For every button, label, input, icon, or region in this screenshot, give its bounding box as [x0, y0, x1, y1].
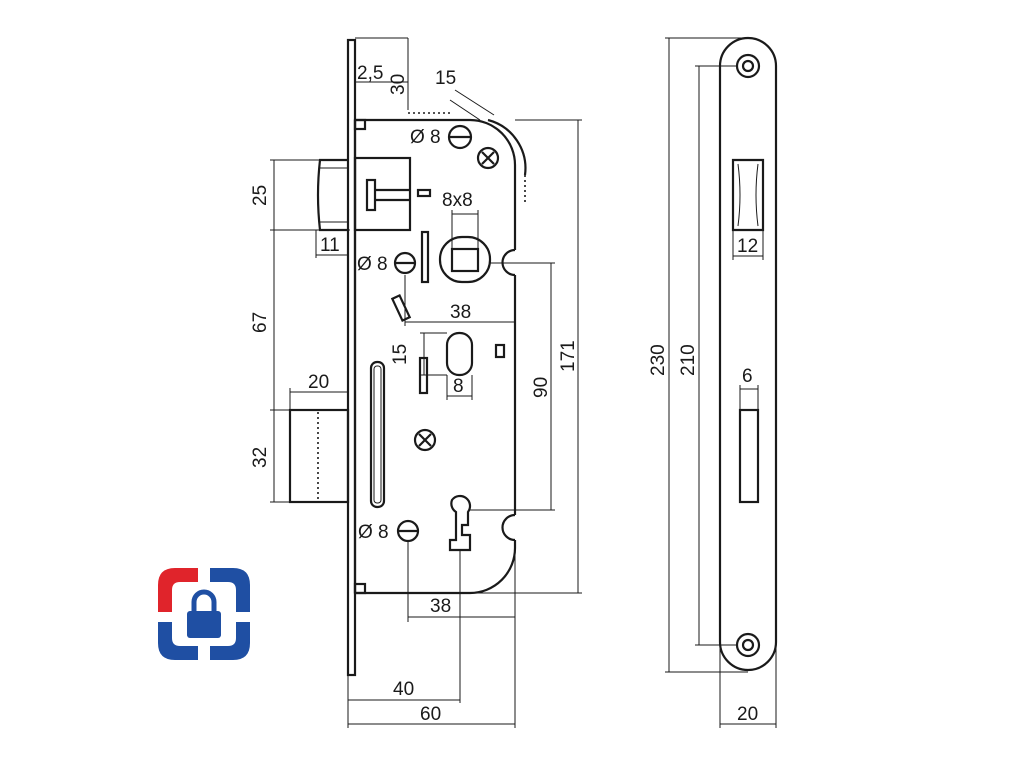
dim-230: 230	[648, 344, 669, 376]
faceplate-outline	[718, 36, 778, 672]
keyhole	[448, 494, 472, 552]
faceplate-screw-top	[735, 53, 761, 79]
dim-20-left: 20	[308, 372, 329, 393]
dim-210: 210	[678, 344, 699, 376]
dim-25: 25	[250, 185, 271, 206]
dim-dia-8-top: Ø 8	[410, 127, 441, 148]
dim-8x8: 8x8	[442, 190, 473, 211]
dim-20-right: 20	[737, 704, 758, 725]
dim-67: 67	[250, 312, 271, 333]
phillips-screw-top-icon	[476, 146, 500, 170]
phillips-screw-mid-icon	[413, 428, 437, 452]
logo-blue-corner-tr	[210, 568, 250, 612]
dim-15-mid: 15	[390, 344, 411, 365]
logo-blue-corner-br	[210, 622, 250, 660]
dim-6: 6	[742, 366, 753, 387]
latch-opening	[731, 158, 765, 232]
dim-38-bottom: 38	[430, 596, 451, 617]
logo-red-corner	[158, 568, 198, 612]
dim-171: 171	[558, 340, 579, 372]
dim-15-top: 15	[435, 68, 456, 89]
faceplate-screw-bottom	[735, 632, 761, 658]
padlock-icon	[187, 589, 221, 638]
long-slot	[369, 360, 386, 509]
dim-90: 90	[531, 377, 552, 398]
dim-30: 30	[388, 74, 409, 95]
spindle-square	[450, 247, 480, 273]
spindle-hub	[438, 235, 492, 284]
brand-logo	[158, 568, 250, 660]
dim-dia-8-mid: Ø 8	[357, 254, 388, 275]
dim-12: 12	[737, 236, 758, 257]
deadbolt-opening	[738, 408, 760, 504]
dim-dia-8-bottom: Ø 8	[358, 522, 389, 543]
dim-38-top: 38	[450, 302, 471, 323]
logo-blue-corner-bl	[158, 622, 198, 660]
dim-8-slot: 8	[453, 376, 464, 397]
faceplate-front-view	[718, 36, 778, 672]
deadbolt	[288, 408, 350, 504]
dim-11: 11	[320, 235, 340, 256]
dim-32: 32	[250, 447, 271, 468]
latch-bolt	[316, 158, 348, 232]
right-dimensions: 230 210 12 6 20	[648, 37, 777, 728]
left-dimensions: 2,5 30 15 Ø 8 8x8 25 11 Ø 8 67 38	[250, 37, 582, 728]
dim-2-5: 2,5	[357, 63, 383, 84]
dim-60: 60	[420, 704, 441, 725]
oval-slot	[445, 331, 474, 377]
dim-40: 40	[393, 679, 414, 700]
